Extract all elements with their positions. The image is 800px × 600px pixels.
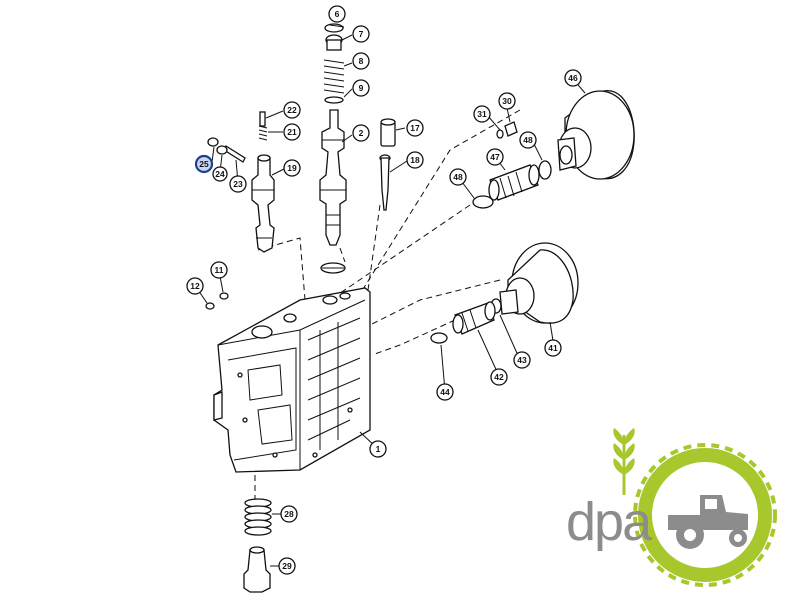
callout-48-lower[interactable]: 48 [449,168,467,186]
callouts: 6 7 8 9 22 21 2 17 25 24 23 19 18 31 30 … [186,5,582,575]
plug-part-17 [380,118,396,147]
callout-24[interactable]: 24 [212,166,228,182]
svg-text:25: 25 [199,159,209,169]
svg-text:29: 29 [282,561,292,571]
svg-text:7: 7 [359,29,364,39]
svg-text:46: 46 [568,73,578,83]
plug-part-12 [205,302,215,310]
svg-text:17: 17 [410,123,420,133]
svg-text:19: 19 [287,163,297,173]
svg-text:11: 11 [215,265,224,275]
svg-text:12: 12 [190,281,200,291]
svg-text:1: 1 [376,444,381,454]
svg-text:9: 9 [359,83,364,93]
callout-41[interactable]: 41 [544,339,562,357]
callout-48-upper[interactable]: 48 [519,131,537,149]
callout-9[interactable]: 9 [352,79,370,97]
svg-text:22: 22 [287,105,297,115]
plug-part-11 [219,292,229,300]
svg-text:41: 41 [548,343,558,353]
fitting-part-47 [488,164,540,201]
svg-text:31: 31 [477,109,487,119]
callout-28[interactable]: 28 [280,505,298,523]
svg-text:47: 47 [490,152,500,162]
seat-part-25 [207,137,219,147]
o-ring-part-44 [430,332,448,344]
callout-21[interactable]: 21 [283,123,301,141]
callout-18[interactable]: 18 [406,151,424,169]
assembly-dashed-lines [254,109,521,500]
gear-ring [633,443,777,587]
dpa-logo: dpa [566,428,777,587]
spring-part-28 [244,498,272,536]
svg-text:28: 28 [284,509,294,519]
fitting-part-30 [504,121,518,137]
svg-text:24: 24 [215,169,225,179]
callout-25[interactable]: 25 [194,154,214,174]
fitting-part-42 [452,301,496,335]
svg-text:48: 48 [523,135,533,145]
callout-30[interactable]: 30 [498,92,516,110]
svg-text:42: 42 [494,372,504,382]
svg-text:18: 18 [410,155,420,165]
o-ring-part-48-upper-left [472,195,494,209]
callout-19[interactable]: 19 [283,159,301,177]
spring-part-21 [258,125,268,141]
callout-23[interactable]: 23 [229,175,247,193]
svg-text:21: 21 [287,127,297,137]
callout-11[interactable]: 11 [210,261,228,279]
callout-12[interactable]: 12 [186,277,204,295]
callout-1[interactable]: 1 [369,440,387,458]
o-ring-part-48-upper-right [538,160,552,180]
callout-6[interactable]: 6 [328,5,346,23]
spring-part-8 [323,59,345,94]
svg-text:2: 2 [359,128,364,138]
callout-43[interactable]: 43 [513,351,531,369]
svg-text:6: 6 [335,9,340,19]
callout-17[interactable]: 17 [406,119,424,137]
callout-46[interactable]: 46 [564,69,582,87]
callout-44[interactable]: 44 [436,383,454,401]
accumulator-lower [499,242,579,324]
callout-22[interactable]: 22 [283,101,301,119]
logo-text: dpa [566,492,653,552]
callout-29[interactable]: 29 [278,557,296,575]
wheat-icon [613,428,635,495]
pin-part-18 [379,154,391,211]
callout-31[interactable]: 31 [473,105,491,123]
callout-42[interactable]: 42 [490,368,508,386]
spool-part-29 [243,546,271,593]
o-ring-part-31 [496,129,504,139]
main-spool-stack [319,23,347,274]
svg-text:48: 48 [453,172,463,182]
valve-body-part-1 [213,287,371,473]
callout-2[interactable]: 2 [352,124,370,142]
svg-text:30: 30 [502,96,512,106]
svg-text:23: 23 [233,179,243,189]
ball-part-24 [216,145,228,155]
callout-7[interactable]: 7 [352,25,370,43]
small-spool-part-19 [251,154,275,253]
svg-text:43: 43 [517,355,527,365]
callout-8[interactable]: 8 [352,52,370,70]
pin-part-22 [259,111,266,127]
svg-text:44: 44 [440,387,450,397]
callout-47[interactable]: 47 [486,148,504,166]
svg-text:8: 8 [359,56,364,66]
accumulator-upper [557,89,635,180]
tractor-icon [668,495,748,549]
